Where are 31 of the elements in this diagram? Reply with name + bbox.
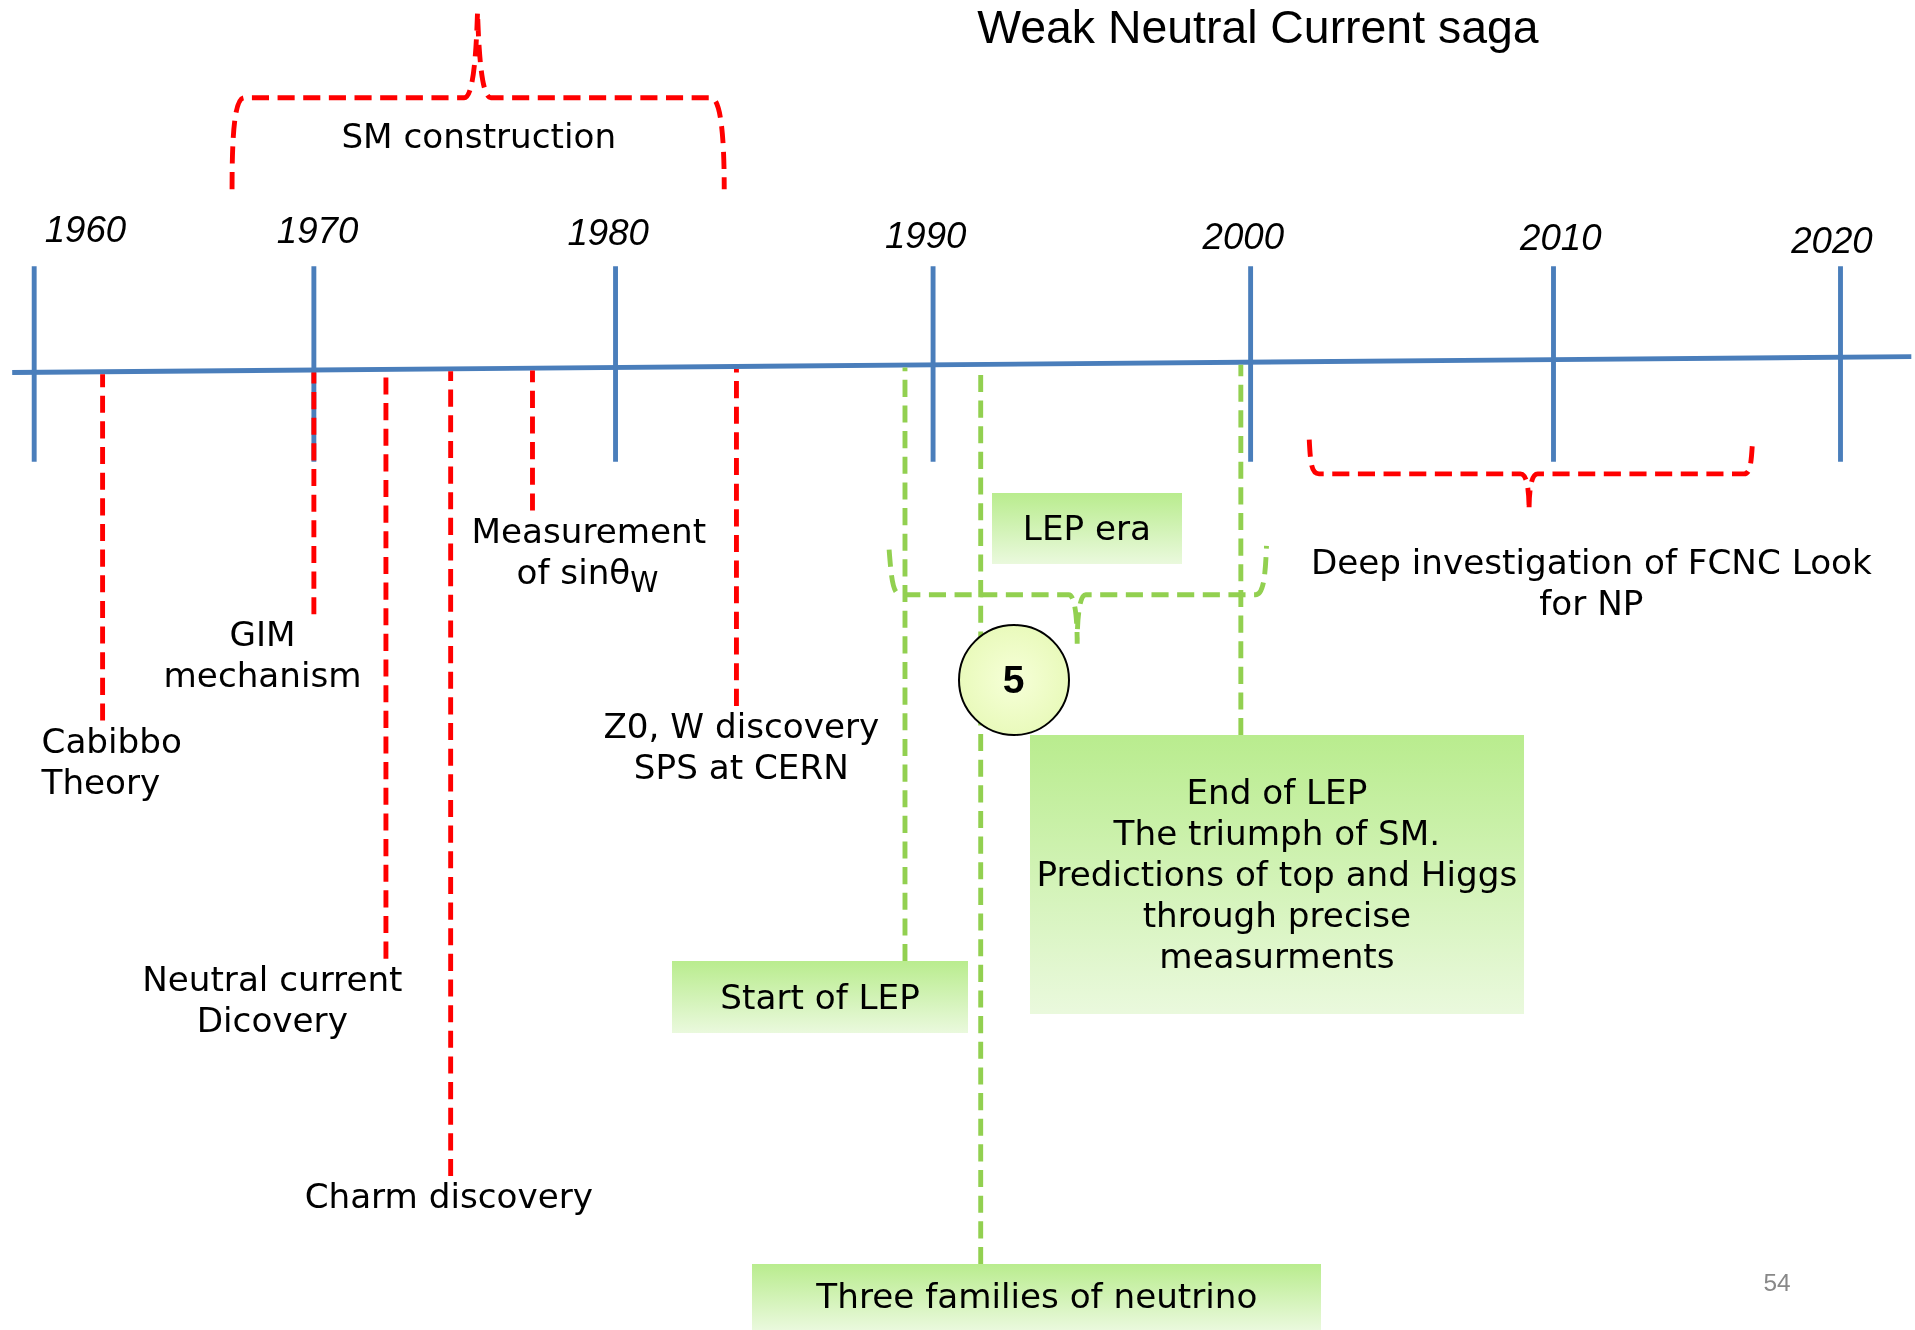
event-label: Charm discovery xyxy=(287,1176,611,1218)
period-label: SM construction xyxy=(340,116,618,158)
leader-line xyxy=(448,371,454,1177)
year-label: 2020 xyxy=(1790,218,1874,263)
year-label: 1970 xyxy=(275,208,360,253)
event-box: Start of LEP xyxy=(671,961,969,1034)
period-label: Deep investigation of FCNC Look for NP xyxy=(1309,542,1873,625)
event-heading: End of LEP xyxy=(1186,771,1368,813)
event-label: Z0, W discovery SPS at CERN xyxy=(583,705,899,788)
year-label: 2010 xyxy=(1519,216,1603,261)
event-label: GIM mechanism xyxy=(146,614,379,697)
leader-line xyxy=(530,370,535,511)
number-circle: 5 xyxy=(957,624,1070,737)
page-number: 54 xyxy=(1762,1267,1792,1297)
event-description: The triumph of SM. Predictions of top and Higgs through precise measurments xyxy=(1035,812,1519,977)
leader-line xyxy=(734,368,739,706)
event-box xyxy=(1029,735,1525,1014)
year-label: 1990 xyxy=(884,213,968,258)
event-label: Neutral current Dicovery xyxy=(112,958,433,1041)
event-box: LEP era xyxy=(991,493,1183,565)
leader-line xyxy=(100,374,106,721)
year-label: 2000 xyxy=(1201,214,1285,259)
event-label: Cabibbo Theory xyxy=(41,720,207,803)
event-label: Measurement of sinθ$_{W}$ xyxy=(471,510,704,600)
leader-line xyxy=(311,372,317,615)
leader-line xyxy=(1238,364,1244,736)
event-box: Three families of neutrino xyxy=(752,1264,1322,1330)
year-label: 1980 xyxy=(566,211,650,256)
title: Weak Neutral Current saga xyxy=(976,0,1540,55)
year-label: 1960 xyxy=(43,207,128,252)
leader-line xyxy=(902,367,908,962)
